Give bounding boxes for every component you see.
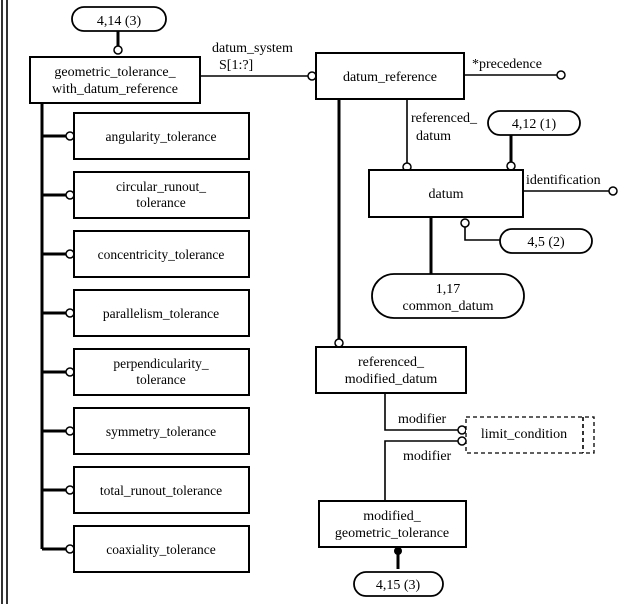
subtype-perpendicularity-tolerance[interactable]: perpendicularity_ tolerance (42, 348, 250, 396)
svg-text:modified_datum: modified_datum (345, 372, 438, 387)
svg-text:total_runout_tolerance: total_runout_tolerance (100, 483, 222, 498)
label-datum-system-cardinality: S[1:?] (219, 58, 253, 73)
label-modifier-rmd: modifier (398, 412, 447, 427)
svg-text:perpendicularity_: perpendicularity_ (113, 356, 208, 371)
relation-circle (457, 436, 467, 446)
entity-datum[interactable]: datum (368, 169, 524, 218)
entity-common-datum[interactable]: 1,17 common_datum (371, 273, 525, 319)
subtype-concentricity-tolerance[interactable]: concentricity_tolerance (42, 230, 250, 278)
relation-circle (307, 71, 317, 81)
svg-text:concentricity_tolerance: concentricity_tolerance (98, 247, 225, 262)
svg-text:referenced_: referenced_ (358, 355, 425, 370)
svg-text:circular_runout_: circular_runout_ (116, 179, 206, 194)
svg-text:tolerance: tolerance (136, 195, 185, 210)
page-ref-bottom[interactable]: 4,15 (3) (353, 571, 444, 597)
svg-text:common_datum: common_datum (403, 299, 494, 314)
svg-text:modified_: modified_ (363, 509, 422, 524)
subtype-angularity-tolerance[interactable]: angularity_tolerance (42, 112, 250, 160)
svg-text:4,5 (2): 4,5 (2) (527, 235, 565, 250)
subtype-coaxiality-tolerance[interactable]: coaxiality_tolerance (42, 525, 250, 573)
svg-text:parallelism_tolerance: parallelism_tolerance (103, 306, 219, 321)
entity-geometric-tolerance-with-datum-reference[interactable]: geometric_tolerance_ with_datum_referenc… (29, 56, 201, 104)
subtype-total-runout-tolerance[interactable]: total_runout_tolerance (42, 466, 250, 514)
label-precedence: *precedence (472, 57, 542, 72)
svg-text:tolerance: tolerance (136, 372, 185, 387)
type-limit-condition[interactable]: limit_condition (465, 416, 595, 454)
page-ref-datum-id[interactable]: 4,5 (2) (499, 228, 593, 254)
entity-datum-reference[interactable]: datum_reference (315, 52, 465, 100)
relation-circle (457, 425, 467, 435)
svg-text:datum_reference: datum_reference (343, 70, 437, 85)
svg-text:geometric_tolerance_: geometric_tolerance_ (54, 65, 176, 80)
relation-circle (556, 70, 566, 80)
entity-referenced-modified-datum[interactable]: referenced_ modified_datum (315, 346, 467, 394)
label-referenced-datum: referenced_ (411, 111, 478, 126)
subtype-circular-runout-tolerance[interactable]: circular_runout_ tolerance (42, 171, 250, 219)
label-datum-system: datum_system (212, 41, 293, 56)
subtype-parallelism-tolerance[interactable]: parallelism_tolerance (42, 289, 250, 337)
label-identification: identification (526, 173, 601, 188)
svg-text:1,17: 1,17 (436, 282, 461, 297)
svg-text:4,15 (3): 4,15 (3) (376, 578, 421, 593)
relation-dot (394, 547, 402, 555)
label-referenced-datum-2: datum (416, 129, 451, 144)
svg-text:limit_condition: limit_condition (481, 427, 567, 442)
svg-text:angularity_tolerance: angularity_tolerance (106, 129, 217, 144)
relation-circle (608, 186, 618, 196)
svg-text:datum: datum (429, 187, 464, 202)
svg-text:symmetry_tolerance: symmetry_tolerance (106, 424, 216, 439)
svg-text:4,14 (3): 4,14 (3) (97, 14, 142, 29)
page-ref-top[interactable]: 4,14 (3) (71, 6, 167, 32)
relation-circle (460, 218, 470, 228)
entity-modified-geometric-tolerance[interactable]: modified_ geometric_tolerance (318, 500, 467, 548)
svg-text:4,12 (1): 4,12 (1) (512, 117, 557, 132)
svg-text:with_datum_reference: with_datum_reference (52, 82, 178, 97)
relation-circle (113, 45, 123, 55)
relation-circle (334, 338, 344, 348)
label-modifier-mgt: modifier (403, 449, 452, 464)
page-ref-datum[interactable]: 4,12 (1) (487, 110, 581, 136)
svg-text:geometric_tolerance: geometric_tolerance (335, 526, 449, 541)
svg-text:coaxiality_tolerance: coaxiality_tolerance (106, 542, 215, 557)
relation-circle (506, 161, 516, 171)
subtype-symmetry-tolerance[interactable]: symmetry_tolerance (42, 407, 250, 455)
